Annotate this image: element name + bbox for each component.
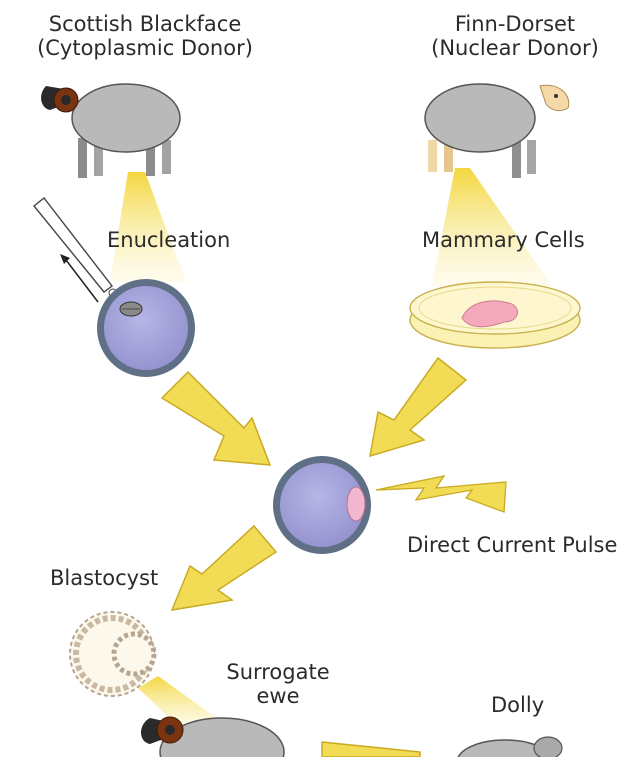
cytoplasmic-donor-role-label: (Cytoplasmic Donor): [37, 36, 253, 60]
surrogate-label-line1: Surrogate: [226, 660, 330, 684]
egg-cell-icon: [97, 279, 195, 377]
nuclear-donor-role-label: (Nuclear Donor): [431, 36, 599, 60]
scottish-blackface-sheep-icon: [41, 83, 181, 178]
direct-current-pulse-label: Direct Current Pulse: [407, 533, 618, 557]
blastocyst-label: Blastocyst: [50, 566, 159, 590]
nuclear-donor-breed-label: Finn-Dorset: [454, 12, 576, 36]
cytoplasmic-donor-breed-label: Scottish Blackface: [48, 12, 242, 36]
beams: [110, 168, 552, 730]
arrow-surrogate-to-dolly: [321, 741, 421, 757]
surrogate-ewe-icon: [141, 716, 285, 757]
dolly-label: Dolly: [491, 693, 545, 717]
enucleation-label: Enucleation: [107, 228, 231, 252]
beam-nuclear: [432, 168, 552, 286]
withdraw-arrow: [65, 259, 99, 303]
micropipette-icon: [33, 197, 118, 303]
dolly-sheep-icon: [457, 736, 563, 757]
arrows: [160, 356, 468, 757]
finn-dorset-sheep-icon: [424, 83, 570, 178]
lightning-bolt-icon: [375, 475, 507, 513]
arrow-fusion-to-blastocyst: [170, 524, 278, 611]
fused-cell-icon: [273, 456, 371, 554]
beam-cytoplasmic: [110, 172, 186, 282]
beam-blastocyst: [138, 676, 222, 730]
arrow-cells-to-fusion: [369, 356, 468, 458]
mammary-cells-label: Mammary Cells: [422, 228, 585, 252]
petri-dish-icon: [409, 281, 581, 349]
surrogate-label-line2: ewe: [256, 684, 300, 708]
arrow-egg-to-fusion: [160, 370, 272, 466]
blastocyst-icon: [69, 611, 157, 697]
